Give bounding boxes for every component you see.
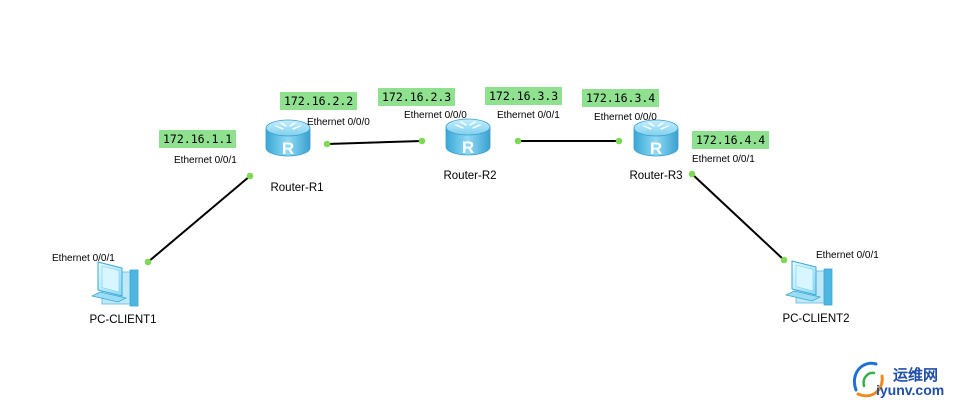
device-label-pc1: PC-CLIENT1 bbox=[89, 314, 157, 326]
port-dot bbox=[246, 172, 254, 180]
ip-label-r2-e001: 172.16.3.3 bbox=[485, 87, 563, 105]
router-r3[interactable]: R bbox=[633, 119, 679, 158]
pc-client1[interactable] bbox=[91, 261, 139, 307]
router-r2[interactable]: R bbox=[445, 118, 491, 157]
port-dot bbox=[615, 137, 623, 145]
port-label-pc1: Ethernet 0/0/1 bbox=[52, 253, 115, 264]
device-label-pc2: PC-CLIENT2 bbox=[782, 313, 850, 325]
router-r1[interactable]: R bbox=[265, 119, 311, 158]
port-dot bbox=[323, 140, 331, 148]
link-r3-pc2 bbox=[691, 173, 785, 261]
port-dots bbox=[144, 137, 788, 266]
ip-label-r3-e001: 172.16.4.4 bbox=[692, 131, 770, 149]
device-label-r2: Router-R2 bbox=[443, 170, 497, 182]
port-dot bbox=[514, 137, 522, 145]
port-label-r1-e001: Ethernet 0/0/1 bbox=[174, 155, 237, 166]
watermark-url: iyunv.com bbox=[876, 382, 945, 398]
links bbox=[147, 140, 785, 263]
router-glyph: R bbox=[462, 138, 474, 157]
port-label-r3-e001: Ethernet 0/0/1 bbox=[692, 154, 755, 165]
device-label-r3: Router-R3 bbox=[629, 170, 683, 182]
device-label-r1: Router-R1 bbox=[270, 182, 324, 194]
port-dot bbox=[780, 256, 788, 264]
port-label-r1-e000: Ethernet 0/0/0 bbox=[307, 117, 370, 128]
port-label-r3-e000: Ethernet 0/0/0 bbox=[594, 112, 657, 123]
router-glyph: R bbox=[282, 139, 294, 158]
link-pc1-r1 bbox=[147, 175, 251, 263]
logo-swirl-icon bbox=[853, 361, 884, 398]
watermark-cn: 运维网 bbox=[893, 367, 939, 384]
ip-label-r3-e000: 172.16.3.4 bbox=[582, 89, 660, 107]
link-r1-r2 bbox=[326, 140, 423, 145]
port-label-pc2: Ethernet 0/0/1 bbox=[816, 250, 879, 261]
ip-label-r1-e000: 172.16.2.2 bbox=[280, 92, 358, 110]
port-dot bbox=[688, 170, 696, 178]
ip-label-r2-e000: 172.16.2.3 bbox=[378, 88, 456, 106]
ip-label-pc1-gateway: 172.16.1.1 bbox=[159, 130, 237, 148]
port-dot bbox=[144, 258, 152, 266]
port-label-r2-e000: Ethernet 0/0/0 bbox=[404, 110, 467, 121]
pc-client2[interactable] bbox=[785, 260, 833, 306]
port-dot bbox=[418, 137, 426, 145]
port-label-r2-e001: Ethernet 0/0/1 bbox=[497, 110, 560, 121]
router-glyph: R bbox=[650, 139, 662, 158]
